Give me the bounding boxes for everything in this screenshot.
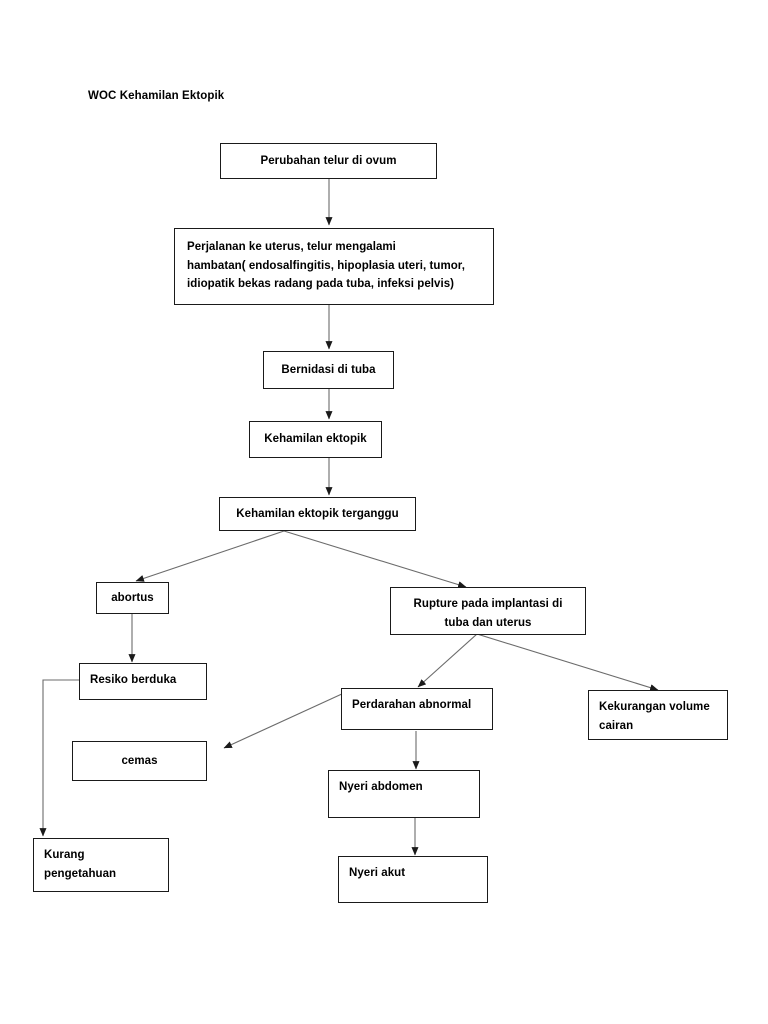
- edge-terganggu-to-abortus: [135, 530, 285, 582]
- node-label: Perubahan telur di ovum: [260, 154, 397, 167]
- node-abortus[interactable]: abortus: [96, 582, 169, 614]
- node-nyeri-abdomen[interactable]: Nyeri abdomen: [328, 770, 480, 818]
- edge-rupture-to-perdarahan: [417, 633, 478, 688]
- node-cemas[interactable]: cemas: [72, 741, 207, 781]
- node-label: Perdarahan abnormal: [352, 699, 472, 711]
- node-label: Kurang pengetahuan: [44, 849, 117, 880]
- node-label: cemas: [121, 754, 158, 767]
- node-perubahan-telur[interactable]: Perubahan telur di ovum: [220, 143, 437, 179]
- node-label: Rupture pada implantasi di tuba dan uter…: [413, 598, 563, 629]
- edge-perdarahan-to-cemas: [223, 692, 345, 749]
- node-nyeri-akut[interactable]: Nyeri akut: [338, 856, 488, 903]
- node-label: abortus: [111, 591, 154, 604]
- node-label: Kekurangan volume cairan: [599, 701, 710, 732]
- edge-terganggu-to-rupture: [283, 530, 467, 589]
- node-label: Kehamilan ektopik: [264, 433, 367, 446]
- node-label: Nyeri akut: [349, 867, 406, 879]
- node-resiko-berduka[interactable]: Resiko berduka: [79, 663, 207, 700]
- node-label: Resiko berduka: [90, 674, 177, 686]
- node-label: Bernidasi di tuba: [281, 363, 376, 376]
- node-rupture-implantasi[interactable]: Rupture pada implantasi di tuba dan uter…: [390, 587, 586, 635]
- node-kehamilan-ektopik-terganggu[interactable]: Kehamilan ektopik terganggu: [219, 497, 416, 531]
- node-bernidasi-tuba[interactable]: Bernidasi di tuba: [263, 351, 394, 389]
- edge-rupture-to-kekurangan: [476, 633, 659, 692]
- node-kekurangan-volume-cairan[interactable]: Kekurangan volume cairan: [588, 690, 728, 740]
- node-perjalanan-uterus[interactable]: Perjalanan ke uterus, telur mengalami ha…: [174, 228, 494, 305]
- node-label: Nyeri abdomen: [339, 781, 423, 793]
- node-kurang-pengetahuan[interactable]: Kurang pengetahuan: [33, 838, 169, 892]
- node-kehamilan-ektopik[interactable]: Kehamilan ektopik: [249, 421, 382, 458]
- node-label: Kehamilan ektopik terganggu: [236, 507, 399, 520]
- node-label: Perjalanan ke uterus, telur mengalami ha…: [187, 241, 465, 291]
- node-perdarahan-abnormal[interactable]: Perdarahan abnormal: [341, 688, 493, 730]
- page-title: WOC Kehamilan Ektopik: [88, 90, 225, 102]
